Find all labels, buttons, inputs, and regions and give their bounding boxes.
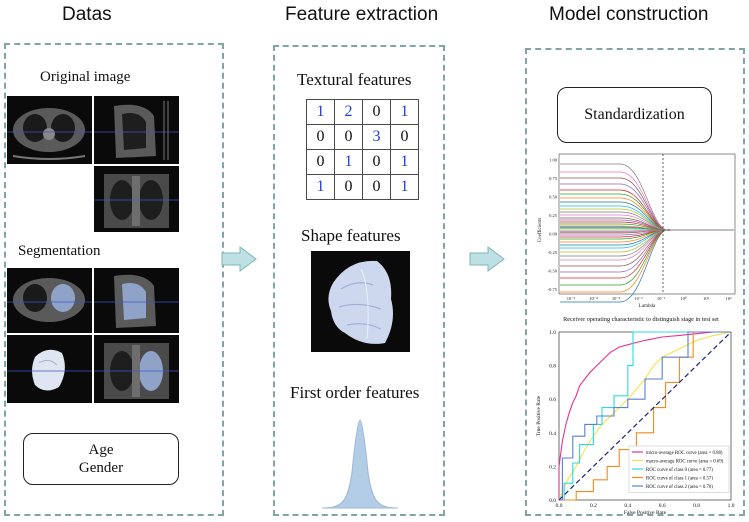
textural-features-label: Textural features (297, 70, 412, 89)
matrix-cell: 0 (362, 174, 391, 200)
right-arrow-icon (221, 246, 257, 272)
seg-axial-image (7, 268, 92, 333)
datas-title: Datas (62, 4, 112, 25)
roc-xtick-label: 1.0 (728, 503, 735, 509)
roc-series-line (559, 331, 731, 501)
lasso-xlabel: Lambda (639, 304, 656, 309)
matrix-cell: 0 (362, 149, 391, 175)
matrix-cell: 1 (390, 149, 419, 175)
ct-axial-image (7, 96, 92, 164)
segmentation-label: Segmentation (18, 243, 101, 259)
matrix-cell: 1 (306, 174, 335, 200)
lasso-ytick-label: -0.75 (548, 287, 558, 292)
roc-legend-label: ROC curve of class 1 (area = 0.57) (646, 476, 713, 481)
lasso-xtick-label: 10⁻¹ (657, 296, 666, 301)
matrix-cell: 0 (306, 149, 335, 175)
ct-sagittal-image (94, 96, 179, 164)
matrix-cell: 1 (306, 99, 335, 125)
gender-label: Gender (78, 460, 124, 476)
distribution-curve-icon (321, 419, 399, 509)
roc-legend-label: ROC curve of class 0 (area = 0.77) (646, 468, 713, 473)
lasso-ylabel: Coefficients (538, 218, 543, 242)
roc-xtick-label: 0.6 (659, 503, 666, 509)
first-order-features-label: First order features (290, 383, 420, 402)
matrix-cell: 1 (390, 174, 419, 200)
roc-ytick-label: 1.0 (549, 330, 556, 336)
roc-chart: Receiver operating characteristic to dis… (536, 316, 735, 516)
lasso-xtick-label: 10⁻⁴ (589, 296, 598, 301)
lung-3d-shape-image (311, 251, 410, 352)
matrix-cell: 0 (334, 174, 363, 200)
matrix-cell: 0 (306, 124, 335, 150)
matrix-cell: 2 (334, 99, 363, 125)
roc-ylabel: True Positive Rate (536, 395, 542, 436)
seg-3d-image (7, 335, 92, 403)
model-panel (525, 48, 745, 516)
lasso-ytick-label: 1.00 (549, 158, 558, 163)
standardization-box: Standardization (557, 87, 712, 143)
feature-extraction-title: Feature extraction (285, 4, 439, 25)
seg-coronal-image (94, 335, 179, 403)
model-construction-title: Model construction (549, 4, 709, 25)
roc-legend-label: ROC curve of class 2 (area = 0.70) (646, 485, 713, 490)
lasso-xtick-label: 10⁻² (634, 296, 643, 301)
lasso-ytick-label: 0.25 (549, 213, 558, 218)
matrix-cell: 1 (334, 149, 363, 175)
matrix-cell: 3 (362, 124, 391, 150)
lasso-xtick-label: 10⁻³ (612, 296, 621, 301)
seg-sagittal-image (94, 268, 179, 333)
roc-series-line (558, 331, 732, 501)
datas-panel (4, 43, 224, 516)
ct-coronal-image (94, 166, 179, 232)
age-gender-box: Age Gender (23, 433, 179, 485)
feature-panel (273, 45, 445, 516)
matrix-cell: 0 (334, 124, 363, 150)
roc-legend-box (628, 445, 730, 493)
roc-title: Receiver operating characteristic to dis… (563, 316, 719, 323)
roc-ytick-label: 0.8 (549, 364, 556, 370)
roc-series-line (559, 331, 731, 501)
roc-series-line (559, 331, 731, 501)
lasso-ytick-label: -0.25 (548, 250, 558, 255)
lasso-coef-path (560, 183, 734, 231)
roc-ytick-label: 0.0 (549, 498, 556, 504)
lasso-xtick-label: 10⁻⁵ (567, 296, 576, 301)
roc-xtick-label: 0.2 (590, 503, 597, 509)
lasso-xtick-label: 10⁰ (680, 296, 687, 301)
matrix-cell: 0 (390, 124, 419, 150)
age-label: Age (88, 442, 114, 458)
right-arrow-icon-2 (469, 246, 505, 272)
roc-legend-label: micro-average ROC curve (area = 0.88) (646, 451, 723, 456)
lasso-xtick-label: 10¹ (703, 296, 710, 301)
lasso-xtick-label: 10² (726, 296, 733, 301)
shape-features-label: Shape features (301, 226, 401, 245)
matrix-cell: 0 (362, 99, 391, 125)
lasso-ytick-label: 0.75 (549, 176, 558, 181)
roc-ytick-label: 0.2 (549, 464, 556, 470)
roc-xtick-label: 0.8 (693, 503, 700, 509)
roc-xlabel: False Positive Rate (624, 510, 667, 516)
lasso-coef-path (560, 177, 734, 231)
lasso-path-chart: 1.00 0.75 0.50 0.25 0.00 -0.25 -0.50 -0.75 10⁻⁵… (538, 153, 736, 309)
lasso-ytick-label: -0.50 (548, 269, 558, 274)
roc-series-line (558, 331, 731, 500)
roc-xtick-label: 0.0 (556, 503, 563, 509)
roc-ytick-label: 0.6 (549, 397, 556, 403)
original-image-label: Original image (40, 69, 131, 85)
roc-legend-label: macro-average ROC curve (area = 0.69) (646, 459, 724, 464)
standardization-label: Standardization (584, 106, 685, 123)
roc-ytick-label: 0.4 (549, 431, 556, 437)
roc-xtick-label: 0.4 (624, 503, 631, 509)
lasso-ytick-label: 0.50 (549, 195, 558, 200)
lasso-ytick-label: 0.00 (549, 232, 558, 237)
matrix-cell: 1 (390, 99, 419, 125)
